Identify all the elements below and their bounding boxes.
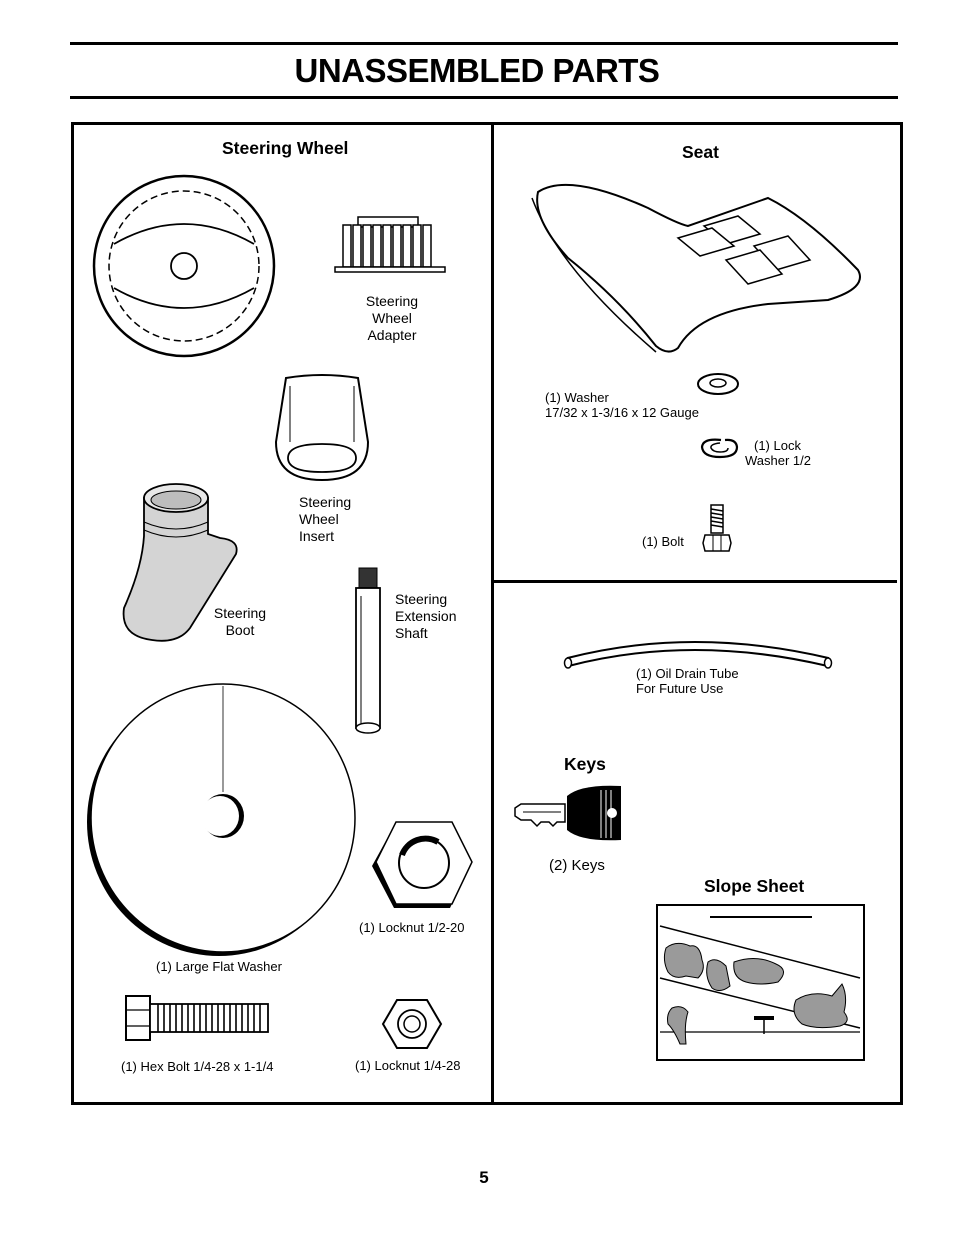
steering-boot-label: Steering Boot: [213, 605, 267, 638]
locknut-quarter-illustration: [381, 999, 443, 1049]
locknut-half-illustration: [372, 821, 473, 908]
oil-drain-tube-illustration: [563, 641, 833, 669]
keys-heading: Keys: [564, 754, 606, 774]
seat-heading: Seat: [682, 142, 719, 162]
steering-wheel-insert-label: Steering Wheel Insert: [299, 494, 352, 544]
hex-bolt-label: (1) Hex Bolt 1/4-28 x 1-1/4: [121, 1059, 274, 1074]
locknut-half-label: (1) Locknut 1/2-20: [359, 920, 465, 935]
key-illustration: [514, 785, 621, 841]
panel-horizontal-divider: [494, 580, 897, 583]
page-title: UNASSEMBLED PARTS: [294, 52, 660, 89]
top-rule: [70, 42, 898, 45]
steering-wheel-illustration: [92, 174, 276, 358]
washer-illustration: [697, 373, 739, 395]
large-flat-washer-label: (1) Large Flat Washer: [156, 959, 282, 974]
steering-wheel-insert-illustration: [274, 374, 370, 482]
steering-boot-illustration: [122, 483, 238, 642]
keys-label: (2) Keys: [549, 857, 605, 874]
washer-label: (1) Washer 17/32 x 1-3/16 x 12 Gauge: [545, 390, 699, 420]
parts-panel: [71, 122, 903, 1105]
lock-washer-label: (1) Lock Washer 1/2: [745, 438, 811, 468]
oil-drain-tube-label: (1) Oil Drain Tube For Future Use: [636, 666, 739, 696]
page-number: 5: [479, 1168, 489, 1187]
hex-bolt-illustration: [125, 995, 269, 1041]
lock-washer-illustration: [700, 438, 739, 459]
steering-wheel-adapter-illustration: [334, 216, 446, 273]
steering-extension-shaft-illustration: [355, 567, 381, 734]
bolt-label: (1) Bolt: [642, 534, 684, 549]
panel-vertical-divider: [491, 125, 494, 1102]
slope-sheet-illustration: [656, 904, 865, 1061]
locknut-quarter-label: (1) Locknut 1/4-28: [355, 1058, 461, 1073]
steering-wheel-heading: Steering Wheel: [222, 138, 349, 158]
slope-sheet-heading: Slope Sheet: [704, 876, 805, 896]
title-underline: [70, 96, 898, 99]
seat-illustration: [531, 183, 861, 353]
bolt-illustration: [702, 504, 732, 552]
large-flat-washer-illustration: [87, 683, 356, 956]
steering-extension-shaft-label: Steering Extension Shaft: [395, 591, 457, 641]
steering-wheel-adapter-label: Steering Wheel Adapter: [365, 293, 419, 343]
